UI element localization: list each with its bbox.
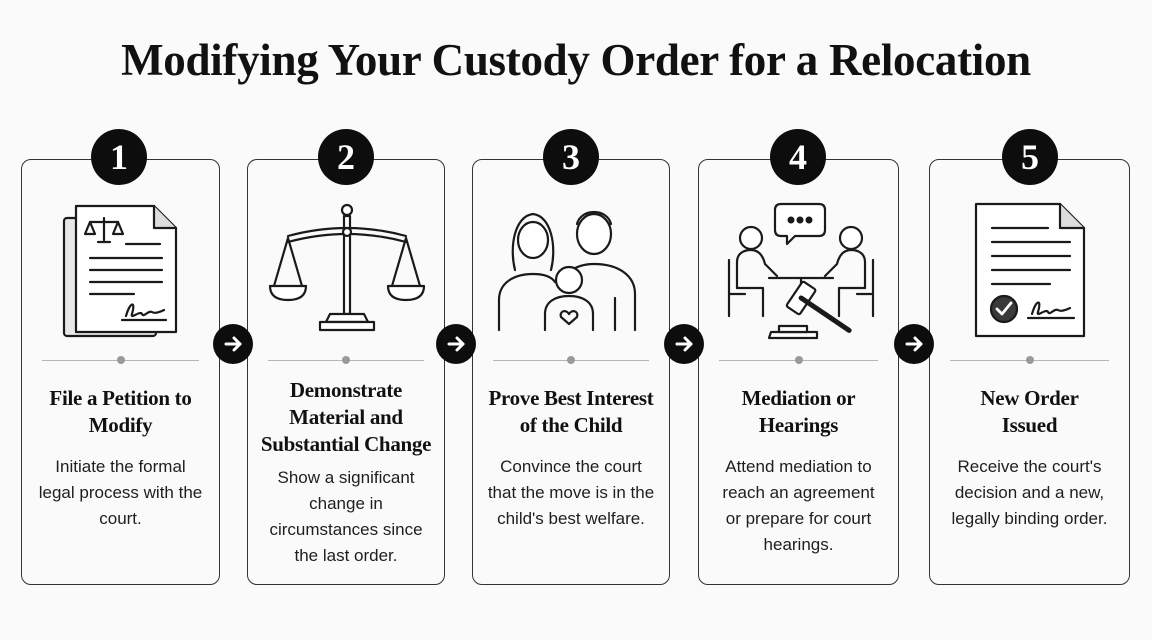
step-card-1: File a Petition to Modify Initiate the f… [21, 159, 220, 585]
arrow-right-icon [894, 324, 934, 364]
step-title: File a Petition to Modify [49, 386, 192, 437]
step-card-4: Mediation or Hearings Attend mediation t… [698, 159, 899, 585]
step-number-badge: 3 [543, 129, 599, 185]
arrow-right-icon [213, 324, 253, 364]
step-number-badge: 2 [318, 129, 374, 185]
family-icon [473, 190, 669, 350]
scales-of-justice-icon [248, 190, 444, 350]
arrow-right-icon [436, 324, 476, 364]
step-number-badge: 5 [1002, 129, 1058, 185]
divider-dot [116, 356, 125, 364]
divider-dot [567, 356, 575, 364]
approved-document-icon [930, 190, 1129, 350]
page-title: Modifying Your Custody Order for a Reloc… [121, 35, 1031, 85]
step-title: New Order Issued [980, 386, 1079, 437]
step-title: Prove Best Interest of the Child [488, 386, 654, 437]
step-description: Initiate the formal legal process with t… [38, 457, 203, 528]
step-title: Mediation or Hearings [741, 386, 856, 437]
divider-dot [1025, 356, 1034, 364]
legal-document-icon [22, 190, 219, 350]
step-card-2: Demonstrate Material and Substantial Cha… [247, 159, 445, 585]
step-card-3: Prove Best Interest of the Child Convinc… [472, 159, 670, 585]
step-description: Receive the court's decision and a new, … [951, 457, 1108, 528]
step-number-badge: 1 [91, 129, 147, 185]
divider-dot [342, 356, 350, 364]
step-card-5: New Order Issued Receive the court's dec… [929, 159, 1130, 585]
arrow-right-icon [664, 324, 704, 364]
step-title: Demonstrate Material and Substantial Cha… [260, 378, 432, 456]
divider-dot [794, 356, 803, 364]
step-number-badge: 4 [770, 129, 826, 185]
step-description: Show a significant change in circumstanc… [269, 468, 423, 565]
mediation-gavel-icon [699, 190, 898, 350]
step-description: Attend mediation to reach an agreement o… [722, 457, 875, 554]
step-description: Convince the court that the move is in t… [487, 457, 655, 528]
